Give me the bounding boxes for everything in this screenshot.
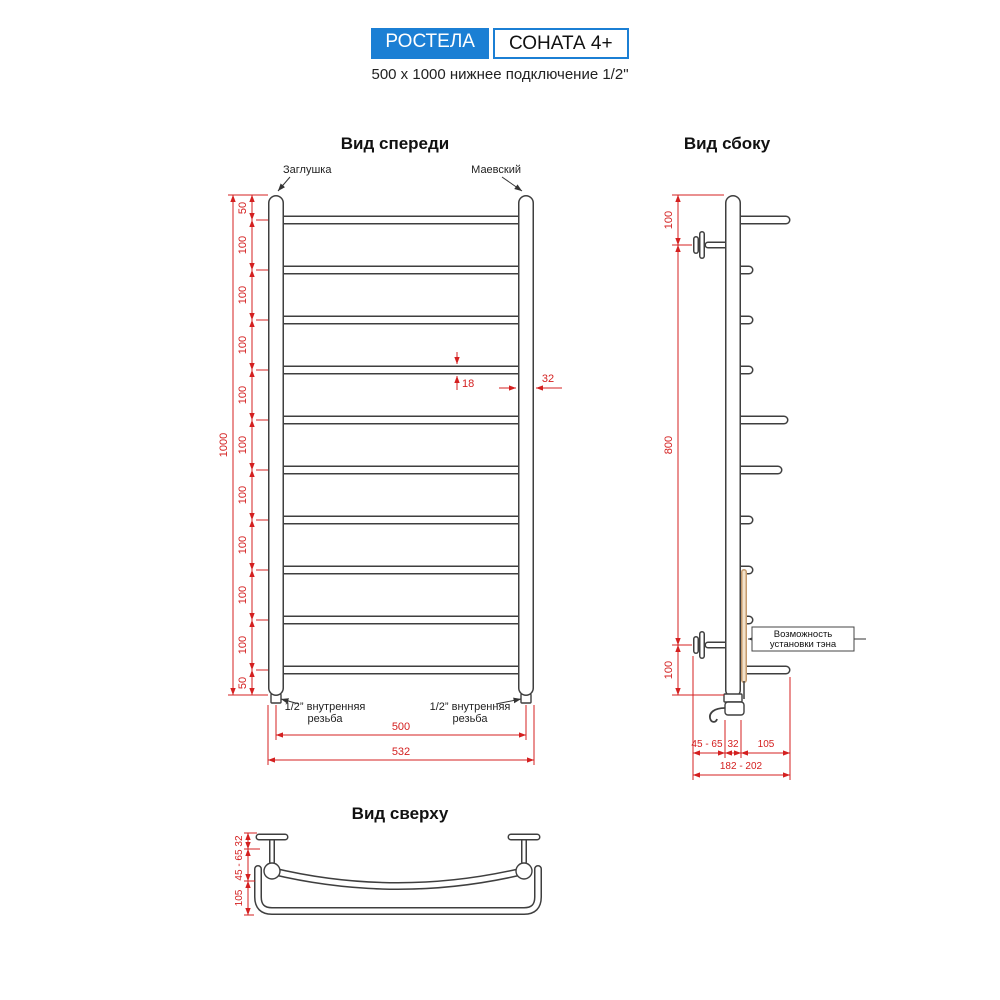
thread-label-right: 1/2” внутренняя: [430, 701, 511, 713]
dim-label-tube: 32: [727, 739, 739, 750]
top-deep-rung: [255, 866, 541, 914]
dim-label: 100: [237, 536, 249, 554]
thread-label-left: резьба: [308, 713, 344, 725]
brand-badge: РОСТЕЛА: [371, 28, 489, 59]
dim-label: 100: [237, 286, 249, 304]
dim-label: 100: [237, 236, 249, 254]
plug-leader: [277, 176, 291, 192]
dim-label-width-total: 532: [392, 746, 410, 758]
product-subtitle: 500 x 1000 нижнее подключение 1/2": [371, 66, 629, 83]
vent-label: Маевский: [471, 164, 521, 176]
dim-label-rung: 18: [462, 378, 474, 390]
side-view-title: Вид сбоку: [684, 134, 771, 153]
dim-label-total-depth: 182 - 202: [720, 761, 763, 772]
dim-label-width-centers: 500: [392, 721, 410, 733]
model-badge: СОНАТА 4+: [492, 28, 629, 59]
dim-label: 50: [237, 202, 249, 214]
ten-note-box: [751, 626, 855, 652]
dim-label: 105: [234, 889, 245, 906]
thread-label-left: 1/2” внутренняя: [285, 701, 366, 713]
dim-label: 800: [663, 436, 675, 454]
dim-label: 100: [237, 386, 249, 404]
dim-label-bracket-depth: 105: [758, 739, 775, 750]
dim-label: 100: [237, 486, 249, 504]
top-tube-right: [515, 862, 533, 880]
brand-row: РОСТЕЛА СОНАТА 4+: [0, 28, 1000, 59]
ten-body: [724, 701, 745, 716]
top-view-title: Вид сверху: [352, 804, 449, 823]
ten-nut: [723, 693, 743, 703]
dim-label: 32: [234, 835, 245, 847]
thread-label-right: резьба: [453, 713, 489, 725]
dim-label: 100: [663, 211, 675, 229]
side-view: Вид сбоку Возможность установки: [663, 134, 866, 780]
top-tube-left: [263, 862, 281, 880]
ten-note-label: установки тэна: [770, 639, 837, 650]
dim-label: 100: [237, 636, 249, 654]
dim-label-wall-to-tube: 45 - 65: [691, 739, 723, 750]
ten-note-label: Возможность: [774, 629, 833, 640]
plug-label: Заглушка: [283, 164, 332, 176]
dim-label: 100: [237, 436, 249, 454]
thread-leader-right: [495, 697, 522, 705]
front-view: Вид спереди Заглушка Маевский: [218, 134, 562, 765]
top-curved-rung: [269, 868, 527, 889]
dim-label: 45 - 65: [234, 849, 245, 881]
dim-label: 100: [237, 336, 249, 354]
dim-label-total-height: 1000: [218, 433, 230, 457]
top-view: Вид сверху 32 45 - 65 105: [234, 804, 542, 916]
ten-cable: [709, 707, 726, 723]
thread-leader-left: [280, 698, 300, 705]
header: РОСТЕЛА СОНАТА 4+ 500 x 1000 нижнее подк…: [0, 28, 1000, 83]
dim-label: 100: [663, 661, 675, 679]
dim-label: 50: [237, 677, 249, 689]
vent-leader: [501, 176, 523, 192]
dim-label-tube: 32: [542, 373, 554, 385]
front-view-title: Вид спереди: [341, 134, 450, 153]
dim-label: 100: [237, 586, 249, 604]
